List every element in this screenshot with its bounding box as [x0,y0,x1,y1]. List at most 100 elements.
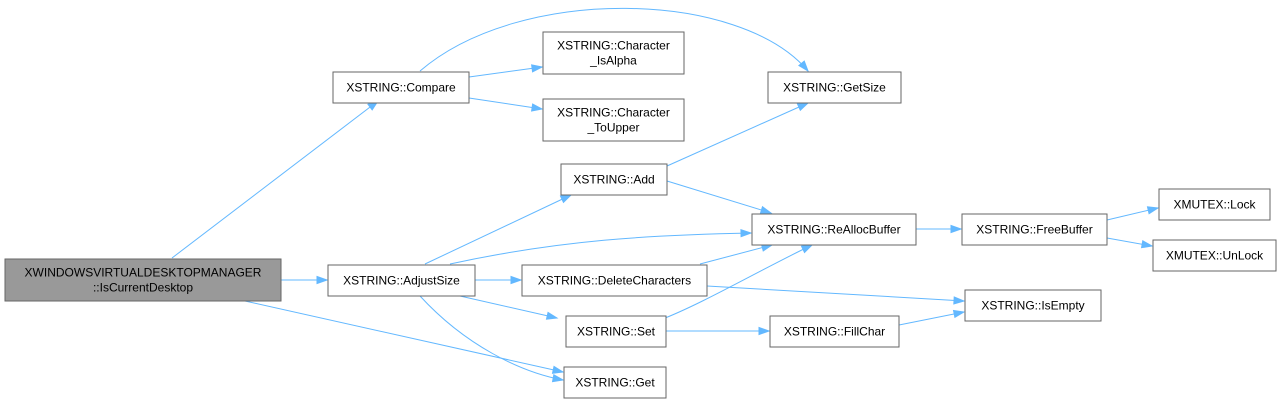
node-fillchar[interactable]: XSTRING::FillChar [769,315,900,348]
node-isempty[interactable]: XSTRING::IsEmpty [964,289,1102,322]
edge-set-to-fillchar [666,326,771,336]
arrowhead-icon [551,365,565,374]
edge-line [171,100,379,259]
edge-compare-to-toupper [468,97,544,112]
arrowhead-icon [551,373,565,383]
node-box [964,289,1102,322]
arrowhead-icon [758,326,771,336]
node-label: XSTRING::DeleteCharacters [538,274,691,288]
arrowhead-icon [953,296,966,305]
edge-root-to-adjustsize [281,275,329,285]
arrowhead-icon [952,309,966,319]
arrowhead-icon [798,60,809,73]
edge-line [468,97,543,110]
edge-freebuffer-to-unlock [1106,237,1154,249]
node-box [560,163,668,196]
node-box [1158,188,1271,221]
edge-adjustsize-to-add [424,194,573,265]
node-getsize[interactable]: XSTRING::GetSize [767,71,902,104]
edge-compare-to-isalpha [468,64,544,78]
node-label: _IsAlpha [589,54,637,68]
node-realloc[interactable]: XSTRING::ReAllocBuffer [751,213,917,246]
node-label: XSTRING::ReAllocBuffer [767,223,900,237]
edge-line [244,300,564,373]
node-label: XMUTEX::UnLock [1166,249,1264,263]
node-label: XSTRING::IsEmpty [981,299,1084,313]
arrowhead-icon [796,102,810,112]
edge-set-to-realloc [659,244,814,321]
edge-add-to-getsize [666,102,810,167]
edge-adjustsize-to-get [419,295,565,383]
edge-adjustsize-to-realloc [449,229,753,265]
node-label: XSTRING::Character [557,39,670,53]
node-set[interactable]: XSTRING::Set [565,315,667,348]
node-box [542,31,685,75]
edge-line [468,66,543,78]
node-lock[interactable]: XMUTEX::Lock [1158,188,1271,221]
edge-freebuffer-to-lock [1106,206,1160,221]
node-box [542,98,685,142]
node-label: ::IsCurrentDesktop [93,281,193,295]
node-get[interactable]: XSTRING::Get [563,366,667,399]
arrowhead-icon [316,275,329,285]
node-box [327,264,476,297]
arrowhead-icon [545,311,559,320]
edge-line [424,194,572,265]
edge-line [666,102,809,167]
edge-line [699,244,773,265]
node-label: XMUTEX::Lock [1173,198,1256,212]
edge-root-to-get [244,300,565,374]
arrowhead-icon [759,205,773,214]
node-add[interactable]: XSTRING::Add [560,163,668,196]
node-freebuffer[interactable]: XSTRING::FreeBuffer [961,213,1108,246]
edge-line [706,285,965,302]
node-label: XSTRING::Character [557,106,670,120]
node-label: XSTRING::AdjustSize [343,274,460,288]
arrowhead-icon [800,244,814,254]
edge-root-to-compare [171,100,380,259]
node-deletechars[interactable]: XSTRING::DeleteCharacters [521,264,708,297]
node-box [1152,239,1277,272]
edge-adjustsize-to-deletechars [475,275,523,285]
node-toupper[interactable]: XSTRING::Character_ToUpper [542,98,685,142]
node-label: XSTRING::GetSize [783,81,886,95]
node-label: XSTRING::Add [573,173,654,187]
node-box [751,213,917,246]
node-label: XSTRING::FillChar [784,325,885,339]
node-label: XSTRING::Set [577,325,656,339]
edge-adjustsize-to-set [459,295,559,320]
arrowhead-icon [531,64,544,73]
node-box [332,71,470,104]
node-box [769,315,900,348]
root-node-box [4,258,282,302]
node-label: XSTRING::FreeBuffer [976,223,1092,237]
node-isalpha[interactable]: XSTRING::Character_IsAlpha [542,31,685,75]
arrowhead-icon [510,275,523,285]
edge-deletechars-to-realloc [699,243,774,265]
node-box [521,264,708,297]
edge-add-to-realloc [666,180,773,214]
edge-line [898,311,965,326]
node-box [563,366,667,399]
edge-line [449,232,752,265]
node-root[interactable]: XWINDOWSVIRTUALDESKTOPMANAGER::IsCurrent… [4,258,282,302]
arrowhead-icon [1146,206,1160,215]
edge-compare-to-getsize [419,7,809,73]
arrowhead-icon [740,229,753,238]
node-box [767,71,902,104]
call-graph-edges [171,7,1160,383]
call-graph-nodes: XWINDOWSVIRTUALDESKTOPMANAGER::IsCurrent… [4,31,1277,399]
node-compare[interactable]: XSTRING::Compare [332,71,470,104]
arrowhead-icon [530,103,544,112]
edge-line [666,180,772,214]
node-label: _ToUpper [586,121,639,135]
edge-realloc-to-freebuffer [916,224,963,234]
node-box [565,315,667,348]
edge-line [659,244,813,321]
node-label: XSTRING::Get [575,376,655,390]
node-unlock[interactable]: XMUTEX::UnLock [1152,239,1277,272]
node-adjustsize[interactable]: XSTRING::AdjustSize [327,264,476,297]
node-box [961,213,1108,246]
edge-line [419,295,564,381]
arrowhead-icon [1140,240,1154,249]
